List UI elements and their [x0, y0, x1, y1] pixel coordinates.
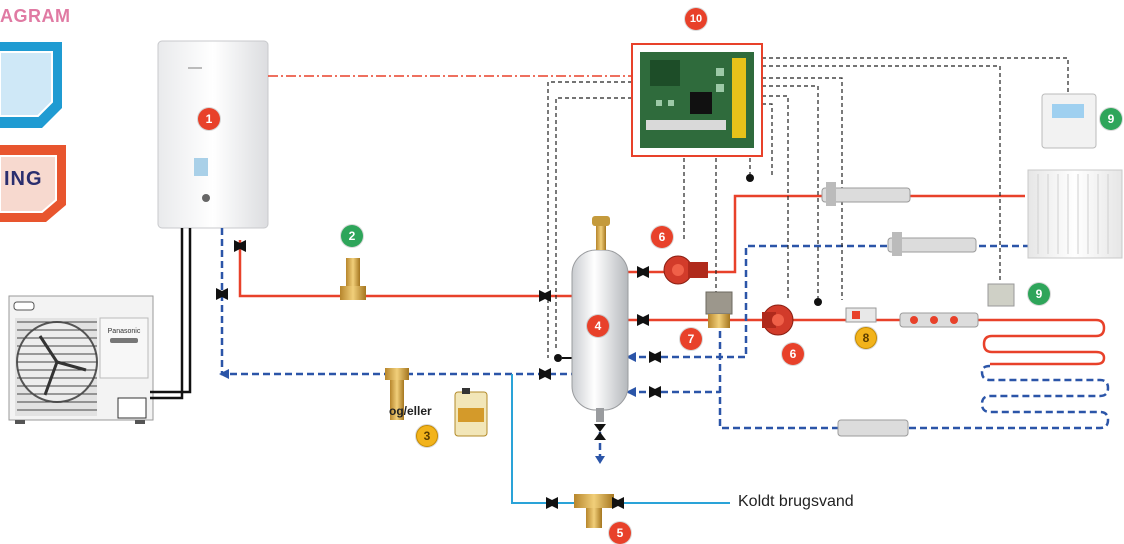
sensor-dot: [746, 174, 754, 182]
badge-indoor-unit: 1: [198, 108, 220, 130]
manifold-floor-return: [838, 420, 908, 436]
manifold-floor-flow: [900, 313, 978, 327]
brand-label: Panasonic: [108, 328, 141, 335]
mixing-valve: [706, 292, 732, 328]
manifold-radiator-flow: [822, 182, 910, 206]
badge-tank: 4: [587, 315, 609, 337]
safety-valve-group: [574, 494, 614, 528]
refrigerant-lines: [150, 228, 190, 398]
badge-pump-lower: 6: [782, 343, 804, 365]
room-thermostat: [988, 284, 1014, 306]
radiator: [1028, 170, 1122, 258]
badge-pump-upper: 6: [651, 226, 673, 248]
page-title: AGRAM: [0, 6, 71, 27]
temperature-limiter: [846, 308, 876, 322]
sensor-dot: [554, 354, 562, 362]
sensor-dot: [814, 298, 822, 306]
badge-control-board: 10: [685, 8, 707, 30]
corner-decoration: [0, 42, 66, 222]
remote-controller: [1042, 94, 1096, 148]
badge-room-thermostat: 9: [1028, 283, 1050, 305]
badge-dirt-separator: 3: [416, 425, 438, 447]
badge-mixing-valve: 7: [680, 328, 702, 350]
pump-upper: [664, 256, 708, 284]
badge-filter: 2: [341, 225, 363, 247]
filter: [340, 258, 366, 300]
outdoor-unit: Panasonic: [9, 296, 153, 424]
badge-temperature-limiter: 8: [855, 327, 877, 349]
side-tag: ING: [4, 168, 43, 191]
and-or-label: og/eller: [389, 404, 432, 418]
cold-water-label: Koldt brugsvand: [738, 493, 854, 511]
badge-remote-controller: 9: [1100, 108, 1122, 130]
manifold-radiator-return: [888, 232, 976, 256]
fluid-can: [455, 388, 487, 436]
pump-lower: [762, 305, 793, 335]
control-board: [632, 44, 762, 156]
indoor-unit: [158, 41, 268, 228]
